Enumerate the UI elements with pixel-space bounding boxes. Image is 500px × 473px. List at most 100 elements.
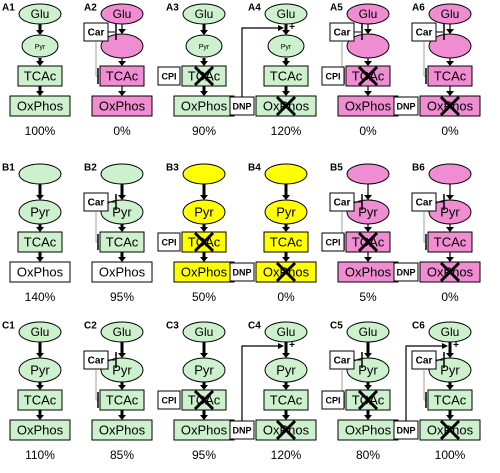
oxphos-label: OxPhos [181,422,228,437]
arrow-pyr-tca-head [200,61,208,66]
car-label: Car [416,198,433,209]
cpi-box [157,66,181,86]
car-label: Car [334,28,351,39]
arrow-tca-oxphos-head [446,415,454,420]
arrow-pyr-tca-head [118,227,126,232]
pyr-label: Pyr [194,362,214,377]
flux-percentage: 100% [25,124,56,138]
pyr-label: Pyr [199,44,210,51]
glu-ellipse [428,163,472,185]
panel-label: C3 [166,321,179,332]
arrow-glu-pyr-head [118,29,126,34]
cpi-box [321,66,345,86]
oxphos-block-cross [439,95,461,117]
panel-label: C5 [330,321,343,332]
tca-label: TCAc [106,234,139,249]
glu-label: Glu [113,7,132,21]
dnp-label: DNP [232,425,251,435]
tca-label: TCAc [106,68,139,83]
stimulation-plus-sign: + [453,340,459,351]
panel-label: A4 [248,3,261,14]
stimulation-plus-sign: + [289,22,295,33]
panel-label: B1 [2,163,15,174]
panel-label: A1 [2,3,15,14]
arrow-pyr-tca-head [200,385,208,390]
oxphos-label: OxPhos [99,98,146,113]
arrow-tca-oxphos-head [446,257,454,262]
tca-label: TCAc [270,68,303,83]
dnp-box [393,96,419,116]
oxphos-block-cross [439,419,461,441]
pyr-label: Pyr [440,204,460,219]
arrow-tca-oxphos-head [118,257,126,262]
flux-percentage: 110% [25,448,55,462]
flux-percentage: 0% [359,124,377,138]
car-label: Car [334,356,351,367]
arrow-tca-oxphos-head [36,91,44,96]
arrow-glu-pyr-head [282,353,290,358]
cpi-box [321,232,345,252]
car-label: Car [416,28,433,39]
arrow-tca-oxphos-head [36,415,44,420]
car-label: Car [416,356,433,367]
cpi-label: CPI [325,237,340,247]
arrow-tca-oxphos-head [282,91,290,96]
pyr-label: Pyr [358,362,378,377]
glu-label: Glu [359,325,378,339]
arrow-pyr-tca-head [200,227,208,232]
arrow-tca-oxphos-head [200,415,208,420]
car-label: Car [88,28,105,39]
tca-block-cross [357,389,379,411]
dnp-feedback-head [278,25,284,31]
pyr-label: Pyr [112,204,132,219]
arrow-tca-oxphos-head [36,257,44,262]
pyr-label: Pyr [358,204,378,219]
oxphos-block-cross [275,95,297,117]
dnp-label: DNP [232,267,251,277]
oxphos-label: OxPhos [181,264,228,279]
flux-percentage: 95% [192,448,216,462]
arrow-glu-pyr-head [118,353,126,358]
arrow-tca-oxphos-head [282,257,290,262]
flux-percentage: 90% [192,124,216,138]
stimulation-plus-sign: + [289,340,295,351]
arrow-tca-oxphos-head [200,91,208,96]
car-label: Car [88,356,105,367]
panel-label: B6 [412,163,425,174]
arrow-glu-pyr-head [364,353,372,358]
arrow-glu-pyr-head [36,195,44,200]
tca-label: TCAc [106,392,139,407]
pyr-label: Pyr [440,362,460,377]
panel-label: A6 [412,3,425,14]
glu-ellipse [346,163,390,185]
glu-label: Glu [31,7,50,21]
oxphos-label: OxPhos [345,422,392,437]
tca-block-cross [357,231,379,253]
arrow-pyr-tca-head [446,385,454,390]
cpi-label: CPI [161,237,176,247]
pyr-label: Pyr [35,44,46,51]
arrow-pyr-tca-head [446,227,454,232]
arrow-pyr-tca-head [364,385,372,390]
glu-label: Glu [195,325,214,339]
pyr-label: Pyr [281,44,292,51]
arrow-pyr-tca-head [446,61,454,66]
pyr-label: Pyr [30,204,50,219]
oxphos-label: OxPhos [17,98,64,113]
pyr-label: Pyr [276,362,296,377]
tca-label: TCAc [434,234,467,249]
arrow-pyr-tca-head [282,227,290,232]
flux-percentage: 120% [271,124,302,138]
flux-percentage: 50% [192,290,216,304]
panel-label: B4 [248,163,261,174]
glu-label: Glu [195,7,214,21]
arrow-pyr-tca-head [364,227,372,232]
oxphos-label: OxPhos [99,422,146,437]
arrow-pyr-tca-head [36,227,44,232]
panel-label: A2 [84,3,97,14]
